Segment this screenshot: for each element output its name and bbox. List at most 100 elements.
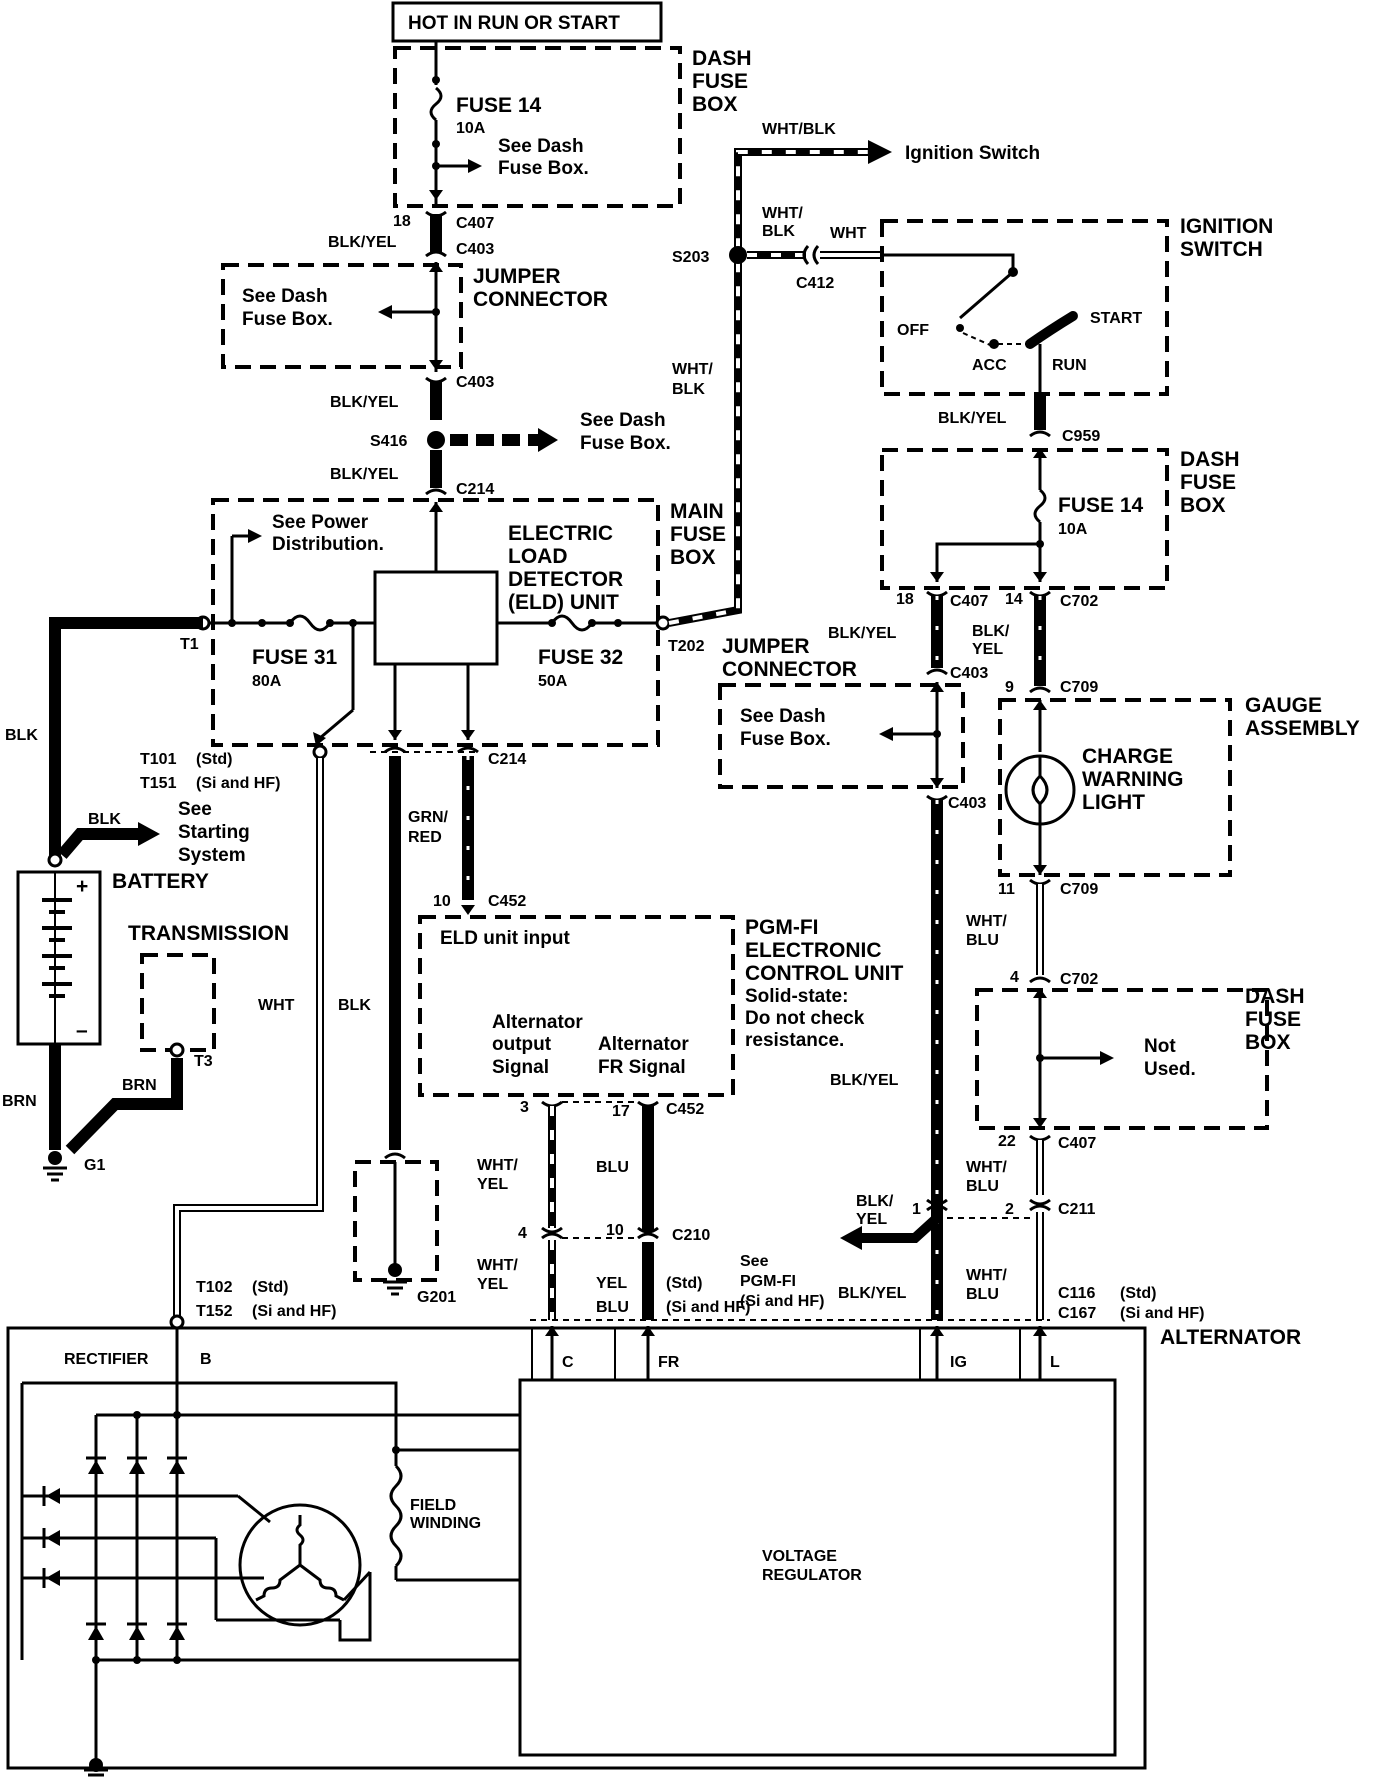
c167-si: (Si and HF) [1120,1305,1204,1322]
vr-l1: VOLTAGE [762,1548,837,1565]
wire-wht-yel-2b: YEL [477,1276,508,1293]
see-dash-fuse-3b: Fuse Box. [580,433,671,454]
ign-switch-l1: IGNITION [1180,215,1273,238]
ignition-switch-lever[interactable] [959,270,1014,320]
fuse32-rating: 50A [538,673,568,690]
field-winding-l1: FIELD [410,1497,456,1514]
c210-std: (Std) [666,1275,702,1292]
hot-in-run-label: HOT IN RUN OR START [408,13,620,34]
dash-fuse-right-l2: FUSE [1180,471,1236,494]
c214-bottom: C214 [488,751,526,768]
pin-14: 14 [1005,591,1023,608]
c709-bottom: C709 [1060,881,1098,898]
not-used-b: Used. [1144,1059,1196,1080]
wire-wht-label: WHT [258,997,295,1014]
c407-right: C407 [950,593,988,610]
g201-label: G201 [417,1289,456,1306]
eld-l1: ELECTRIC [508,522,613,545]
wire-blk-g201: BLK [338,997,371,1014]
gauge-l1: GAUGE [1245,694,1322,717]
ecu-note-2: Do not check [745,1008,865,1029]
eld-unit-box [373,570,499,666]
c403-mid: C403 [456,374,494,391]
fuse31-rating: 80A [252,673,282,690]
see-dash-fuse-4a: See Dash [740,706,826,727]
fuse14-right-rating: 10A [1058,521,1088,538]
pin-17: 17 [612,1103,630,1120]
pin-10-c452: 10 [433,893,451,910]
eld-l2: LOAD [508,545,568,568]
alt-fr-2: FR Signal [598,1057,686,1078]
c214-top: C214 [456,481,494,498]
eld-unit-input-label: ELD unit input [440,928,570,949]
wire-wht-blk-vert-2: BLK [672,381,705,398]
dash-fuse-lower-l1: DASH [1245,985,1305,1008]
c403-right-top: C403 [950,665,988,682]
battery-plus: + [76,875,88,898]
transmission-box [140,953,216,1052]
ecu-note-3: resistance. [745,1030,844,1051]
wire-wht-blu-3a: WHT/ [966,1267,1007,1284]
t151-label: T151 [140,775,177,792]
cwl-l3: LIGHT [1082,791,1145,814]
c412-label: C412 [796,275,834,292]
wire-wht-blk-s203-1: WHT/ [762,205,803,222]
fuse14-right-name: FUSE 14 [1058,494,1144,517]
ignition-switch-arrow-label: Ignition Switch [905,143,1040,164]
gauge-assembly-box [998,698,1232,877]
wire-wht-blk-s203-2: BLK [762,223,795,240]
wire-wht-blu-2b: BLU [966,1178,999,1195]
dash-fuse-right-l1: DASH [1180,448,1240,471]
wire-blk-yel-ig-bottom: BLK/YEL [838,1285,907,1302]
dash-fuse-box-top-l2: FUSE [692,70,748,93]
stator-winding-icon [238,1503,362,1627]
dash-fuse-box-top-l3: BOX [692,93,738,116]
c452-bottom: C452 [666,1101,704,1118]
pin-18-top: 18 [393,213,411,230]
wire-blu-1: BLU [596,1159,629,1176]
c210-si: (Si and HF) [666,1299,750,1316]
jumper-connector-right [718,683,965,789]
c407-top: C407 [456,215,494,232]
wire-wht-yel-1a: WHT/ [477,1157,518,1174]
see-starting-3: System [178,845,246,866]
wire-wht-blu-1b: BLU [966,932,999,949]
t202-label: T202 [668,638,705,655]
dash-fuse-box-lower [975,988,1269,1130]
wire-brn-2: BRN [122,1077,157,1094]
fuse32-symbol [550,614,594,632]
pos-acc: ACC [972,357,1007,374]
wire-wht-b-terminal [175,758,322,1322]
c211-label: C211 [1058,1201,1095,1218]
pin-11: 11 [998,881,1015,898]
diode-icon [88,1626,104,1640]
t3-label: T3 [194,1053,213,1070]
t102-label: T102 [196,1279,233,1296]
t152-label: T152 [196,1303,233,1320]
pin-9: 9 [1005,679,1014,696]
wire-grn-red-1: GRN/ [408,809,449,826]
wire-brn-1: BRN [2,1093,37,1110]
pos-run: RUN [1052,357,1087,374]
cwl-l1: CHARGE [1082,745,1173,768]
fuse14-top-symbol [429,86,443,122]
see-dash-fuse-3a: See Dash [580,410,666,431]
wire-blk-yel-pgm-2: YEL [856,1211,887,1228]
pgmfi-ecu-box [418,915,735,1097]
pin-2: 2 [1005,1201,1014,1218]
t102-std: (Std) [252,1279,288,1296]
s416-label: S416 [370,433,407,450]
not-used-a: Not [1144,1036,1176,1057]
wire-wht-blu-1a: WHT/ [966,913,1007,930]
see-dash-fuse-4b: Fuse Box. [740,729,831,750]
see-dash-fuse-1b: Fuse Box. [498,158,589,179]
jumper-right-l1: JUMPER [722,635,810,658]
wire-blk-yel-c959: BLK/YEL [938,410,1007,427]
terminal-t101 [312,744,328,760]
field-winding-l2: WINDING [410,1515,481,1532]
diode-icon [169,1626,185,1640]
terminal-b-label: B [200,1351,212,1368]
splice-s416 [427,431,445,449]
see-dash-fuse-2b: Fuse Box. [242,309,333,330]
pin-4-c210: 4 [518,1225,527,1242]
